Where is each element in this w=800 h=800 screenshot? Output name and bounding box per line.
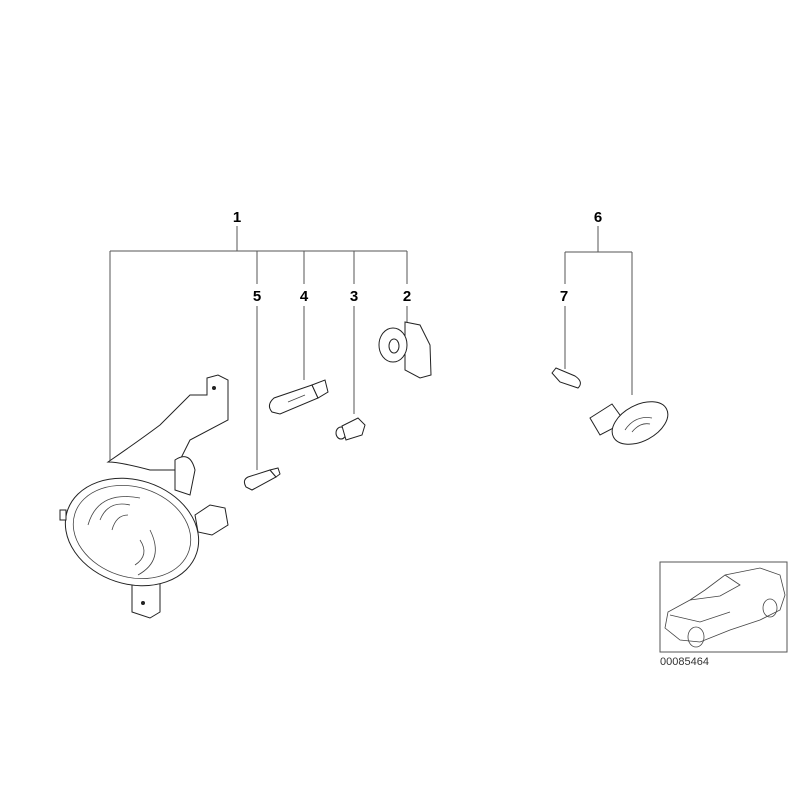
callout-7[interactable]: 7 — [560, 288, 568, 305]
car-outline-icon — [664, 567, 786, 648]
fog-lamp-part-1[interactable] — [51, 374, 229, 619]
callout-4[interactable]: 4 — [300, 288, 309, 305]
inset-vehicle-thumbnail[interactable]: 00085464 — [659, 561, 788, 668]
leader-lines-group-1 — [109, 226, 408, 470]
bulb-part-5[interactable] — [243, 467, 281, 491]
side-marker-part-6[interactable] — [589, 393, 675, 453]
bulb-socket-part-3[interactable] — [335, 417, 366, 441]
leader-lines-group-6 — [564, 226, 633, 395]
callout-3[interactable]: 3 — [350, 288, 358, 305]
callout-1[interactable]: 1 — [233, 209, 241, 226]
diagram-code: 00085464 — [660, 656, 709, 668]
callout-6[interactable]: 6 — [594, 209, 602, 226]
bulb-part-7[interactable] — [551, 367, 581, 389]
grommet-part-2[interactable] — [378, 321, 432, 379]
callout-5[interactable]: 5 — [253, 288, 261, 305]
callout-2[interactable]: 2 — [403, 288, 411, 305]
bulb-part-4[interactable] — [268, 379, 329, 415]
